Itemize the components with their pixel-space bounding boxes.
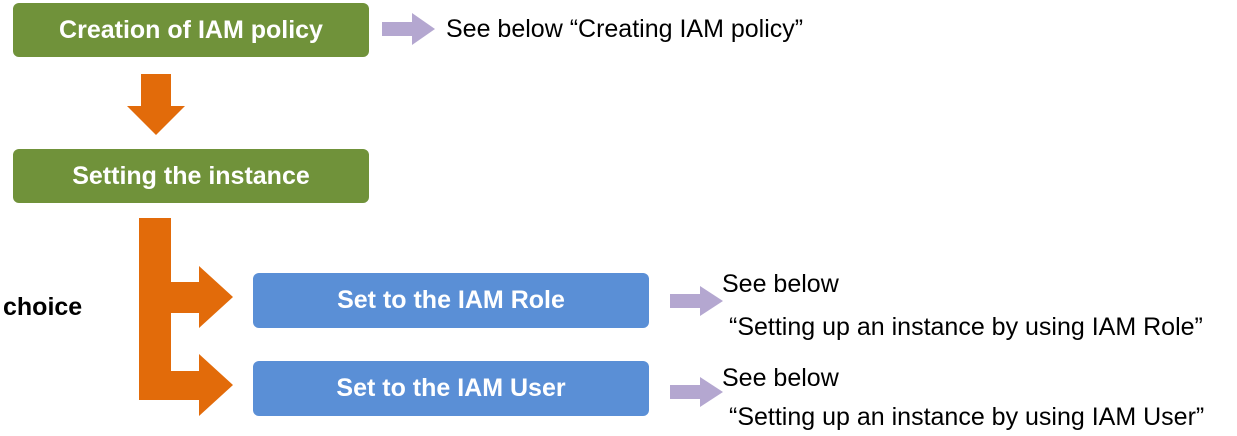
role-note-line1: See below [722, 270, 839, 298]
user-note-line2: “Setting up an instance by using IAM Use… [729, 403, 1205, 431]
choice-label: choice [3, 293, 83, 321]
setting-the-instance-box: Setting the instance [13, 149, 369, 203]
note-arrow-policy [382, 13, 435, 45]
policy-note: See below “Creating IAM policy” [446, 15, 804, 43]
set-iam-user-box: Set to the IAM User [253, 361, 649, 416]
set-iam-role-box: Set to the IAM Role [253, 273, 649, 328]
note-arrow-role [670, 286, 723, 316]
user-note-line1: See below [722, 364, 839, 392]
creation-of-iam-policy-box: Creation of IAM policy [13, 3, 369, 57]
down-arrow [127, 74, 185, 135]
note-arrow-user [670, 377, 723, 407]
branch-connector [139, 218, 233, 416]
role-note-line2: “Setting up an instance by using IAM Rol… [729, 313, 1203, 341]
